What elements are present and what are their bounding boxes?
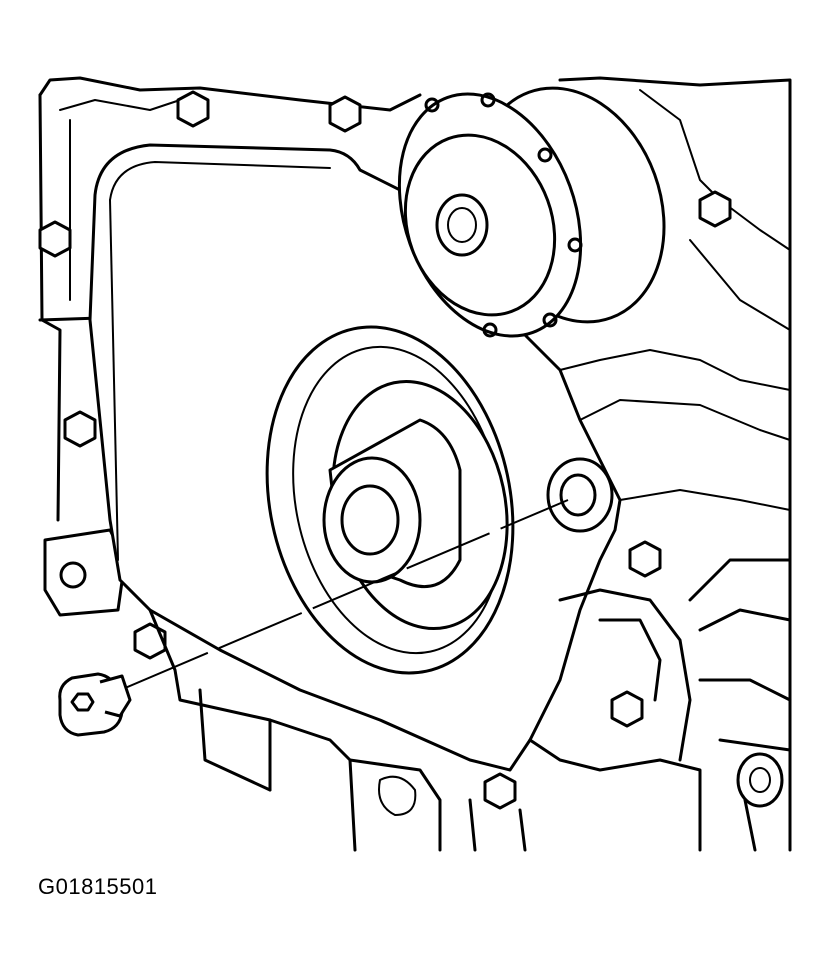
installation-leader-line (124, 499, 569, 689)
engine-block-outline (38, 76, 792, 852)
bolt-top-left (176, 90, 210, 128)
water-pump-pulley (397, 86, 666, 338)
bolt-top-middle (328, 95, 362, 133)
crankshaft-seal (265, 325, 515, 675)
bolt-right-upper (698, 190, 732, 228)
bolt-left-upper (38, 220, 72, 258)
bolt-bottom (483, 772, 517, 810)
bolt-left-middle (63, 410, 97, 448)
bolt-bottom-left (133, 622, 167, 660)
sensor-plug (58, 672, 132, 737)
bolt-right-middle (628, 540, 662, 578)
figure-id-label: G01815501 (38, 874, 158, 899)
bolt-right-lower (610, 690, 644, 728)
sensor-boss (546, 457, 614, 533)
oil-pan-structure (148, 349, 792, 852)
